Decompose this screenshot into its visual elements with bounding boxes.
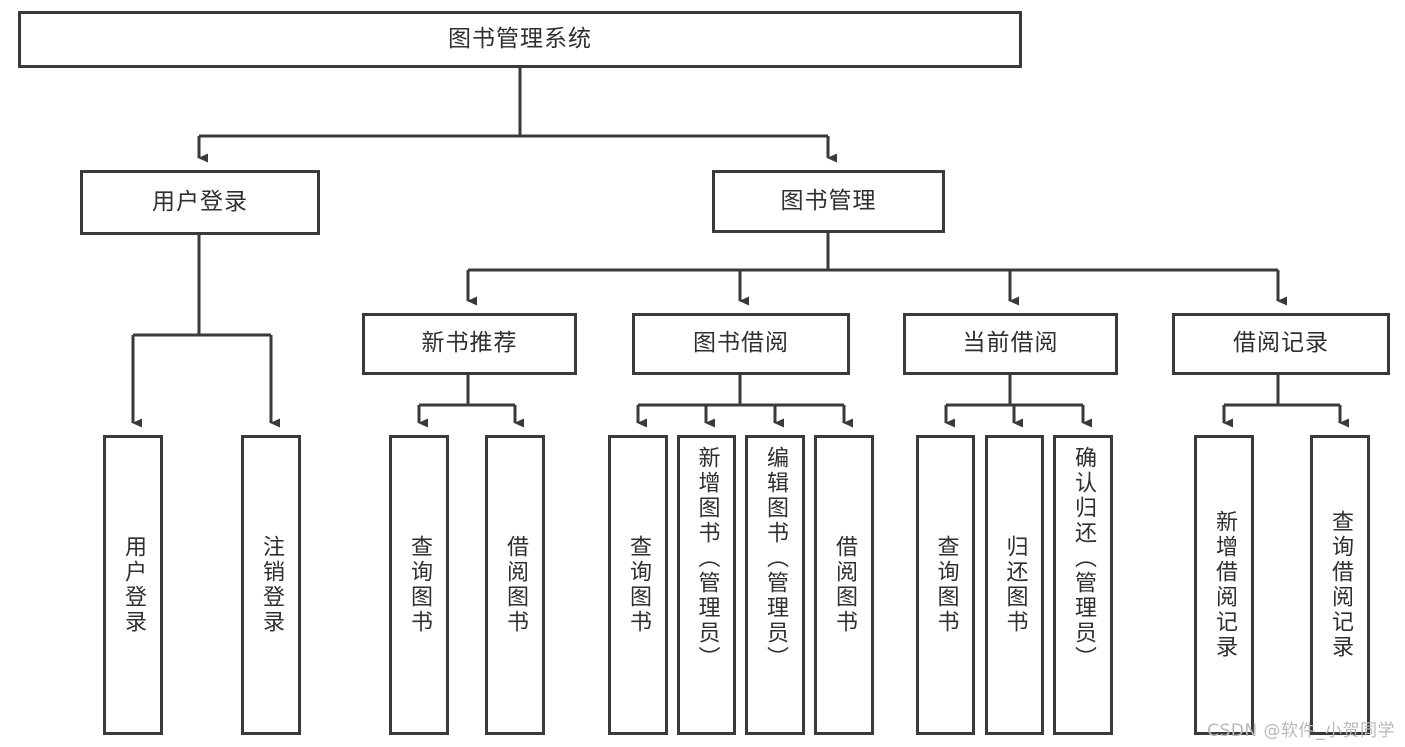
node-book-management-label: 图书管理 [780, 187, 877, 214]
node-user-login[interactable]: 用户登录 [80, 170, 320, 235]
node-leaf-query-book-borrow-label: 查询图书 [626, 535, 651, 635]
node-leaf-query-book-recommend[interactable]: 查询图书 [389, 435, 449, 735]
node-leaf-confirm-return-admin[interactable]: 确认归还（管理员） [1053, 435, 1113, 735]
node-user-login-label: 用户登录 [152, 188, 248, 215]
node-book-borrow-label: 图书借阅 [693, 330, 789, 357]
node-leaf-add-borrow-record-label: 新增借阅记录 [1212, 510, 1237, 660]
node-borrow-record-label: 借阅记录 [1233, 330, 1329, 357]
node-root-system-label: 图书管理系统 [448, 25, 592, 52]
node-leaf-query-book-current[interactable]: 查询图书 [916, 435, 975, 735]
node-leaf-add-borrow-record[interactable]: 新增借阅记录 [1194, 435, 1254, 735]
node-book-management[interactable]: 图书管理 [712, 170, 945, 233]
node-book-borrow[interactable]: 图书借阅 [632, 313, 850, 375]
node-leaf-user-login-label: 用户登录 [121, 535, 146, 635]
node-current-borrow-label: 当前借阅 [962, 330, 1059, 357]
node-leaf-borrow-book-label: 借阅图书 [832, 535, 857, 635]
node-current-borrow[interactable]: 当前借阅 [903, 313, 1118, 375]
node-leaf-add-book-admin[interactable]: 新增图书（管理员） [677, 435, 736, 735]
node-leaf-return-book[interactable]: 归还图书 [985, 435, 1044, 735]
node-leaf-logout-label: 注销登录 [259, 535, 284, 635]
watermark-text: CSDN @软件_小贺同学 [1207, 721, 1395, 741]
node-leaf-query-borrow-record-label: 查询借阅记录 [1328, 510, 1353, 660]
node-leaf-add-book-admin-label: 新增图书（管理员） [694, 446, 720, 671]
node-root-system[interactable]: 图书管理系统 [18, 11, 1022, 68]
node-leaf-query-borrow-record[interactable]: 查询借阅记录 [1310, 435, 1370, 735]
node-leaf-confirm-return-admin-label: 确认归还（管理员） [1071, 446, 1096, 671]
node-leaf-query-book-recommend-label: 查询图书 [407, 535, 432, 635]
node-leaf-query-book-borrow[interactable]: 查询图书 [608, 435, 668, 735]
node-leaf-borrow-book[interactable]: 借阅图书 [814, 435, 874, 735]
node-new-book-recommend-label: 新书推荐 [421, 330, 518, 357]
node-leaf-query-book-current-label: 查询图书 [933, 535, 959, 635]
node-leaf-return-book-label: 归还图书 [1002, 535, 1028, 635]
node-leaf-borrow-book-recommend-label: 借阅图书 [503, 535, 528, 635]
node-borrow-record[interactable]: 借阅记录 [1172, 313, 1390, 375]
node-new-book-recommend[interactable]: 新书推荐 [362, 313, 577, 375]
node-leaf-logout[interactable]: 注销登录 [241, 435, 301, 735]
node-leaf-borrow-book-recommend[interactable]: 借阅图书 [485, 435, 545, 735]
node-leaf-user-login[interactable]: 用户登录 [103, 435, 163, 735]
node-leaf-edit-book-admin-label: 编辑图书（管理员） [763, 446, 788, 671]
node-leaf-edit-book-admin[interactable]: 编辑图书（管理员） [745, 435, 805, 735]
